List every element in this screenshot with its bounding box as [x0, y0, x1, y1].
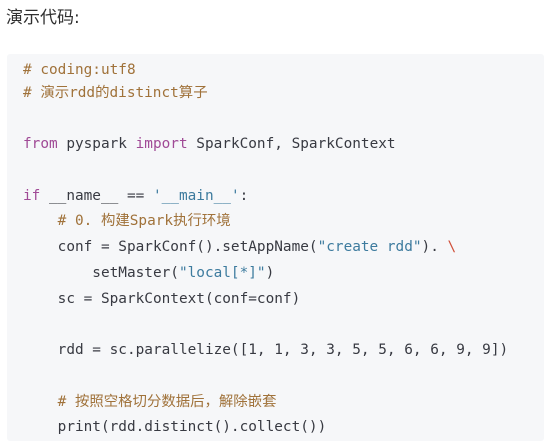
code-comment: # 演示rdd的distinct算子 — [23, 85, 208, 101]
code-line-8: conf = SparkConf().setAppName("create rd… — [23, 237, 457, 257]
code-line-4: from pyspark import SparkConf, SparkCont… — [23, 134, 396, 154]
code-comment: # coding:utf8 — [23, 62, 136, 78]
code-indent — [23, 213, 58, 229]
code-text: rdd = sc.parallelize([1, 1, 3, 3, 5, 5, … — [23, 342, 509, 358]
code-text: conf = SparkConf().setAppName( — [23, 239, 318, 255]
code-keyword: from — [23, 136, 58, 152]
code-line-9: setMaster("local[*]") — [23, 263, 274, 283]
code-text: setMaster( — [23, 265, 179, 281]
code-keyword: import — [135, 136, 188, 152]
code-text: SparkConf, SparkContext — [187, 136, 396, 152]
code-string: "local[*]" — [178, 265, 266, 281]
line-continuation: \ — [447, 239, 457, 255]
code-comment: # 0. 构建Spark执行环境 — [57, 213, 231, 229]
section-heading: 演示代码: — [6, 8, 80, 28]
code-line-2: # 演示rdd的distinct算子 — [23, 83, 208, 103]
code-text: ). — [421, 239, 448, 255]
code-text: pyspark — [57, 136, 136, 152]
code-indent — [23, 394, 58, 410]
code-line-14: # 按照空格切分数据后，解除嵌套 — [23, 392, 277, 412]
code-text: print(rdd.distinct().collect()) — [23, 419, 327, 435]
code-string: "create rdd" — [317, 239, 422, 255]
code-text: __name__ == — [40, 188, 153, 204]
code-line-10: sc = SparkContext(conf=conf) — [23, 289, 301, 309]
code-line-15: print(rdd.distinct().collect()) — [23, 417, 327, 437]
code-line-12: rdd = sc.parallelize([1, 1, 3, 3, 5, 5, … — [23, 340, 509, 360]
code-text: : — [239, 188, 249, 204]
code-comment: # 按照空格切分数据后，解除嵌套 — [57, 394, 277, 410]
code-string: '__main__' — [152, 188, 240, 204]
code-line-6: if __name__ == '__main__': — [23, 186, 248, 206]
code-text: ) — [265, 265, 275, 281]
code-keyword: if — [23, 188, 41, 204]
code-block: # coding:utf8 # 演示rdd的distinct算子 from py… — [7, 54, 544, 441]
code-line-7: # 0. 构建Spark执行环境 — [23, 211, 231, 231]
code-text: sc = SparkContext(conf=conf) — [23, 291, 301, 307]
code-line-1: # coding:utf8 — [23, 60, 136, 80]
